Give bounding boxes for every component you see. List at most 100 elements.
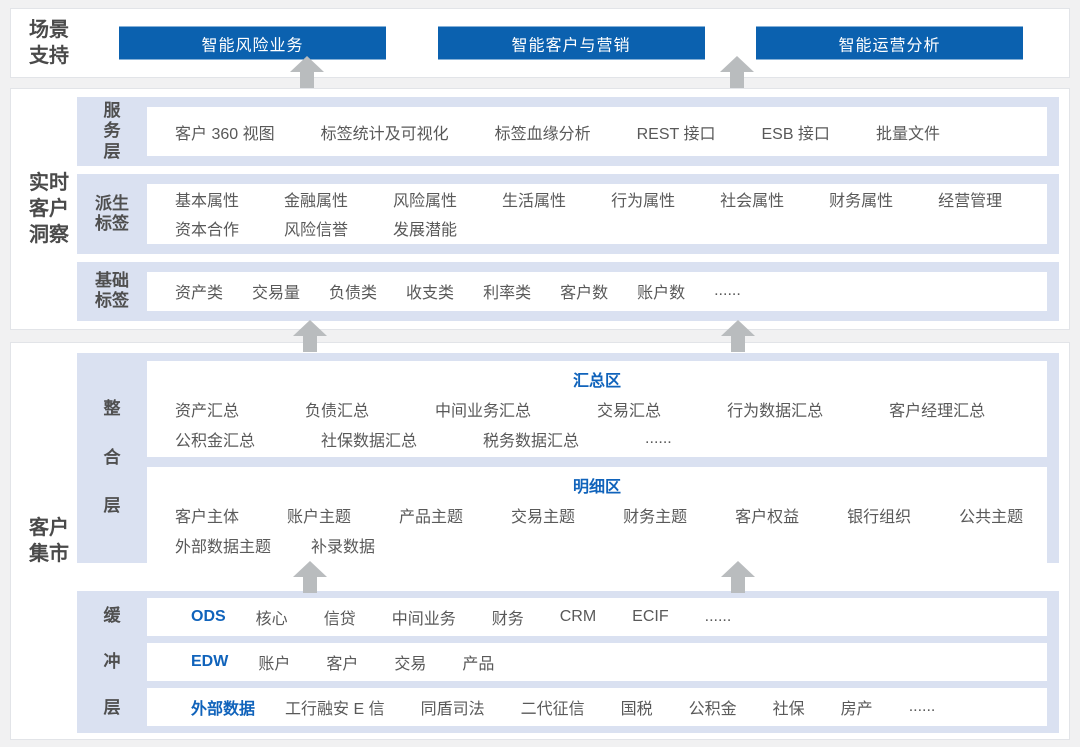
external-data-label: 外部数据	[191, 701, 256, 718]
item-label: ......	[714, 282, 741, 300]
item-label: 交易	[394, 656, 427, 673]
item-label: 风险信誉	[284, 222, 349, 240]
button-smart-operation-analysis[interactable]: 智能运营分析	[756, 26, 1023, 60]
derived-tags-items-line1: 基本属性金融属性风险属性生活属性行为属性社会属性财务属性经营管理	[147, 187, 1047, 211]
scenario-support-panel: 场景支持 智能风险业务 智能客户与营销 智能运营分析	[10, 8, 1070, 78]
derived-tags-row: 派生标签 基本属性金融属性风险属性生活属性行为属性社会属性财务属性经营管理 资本…	[77, 174, 1059, 254]
item-label: 银行组织	[847, 509, 912, 526]
edw-label: EDW	[191, 653, 229, 670]
item-label: 基本属性	[175, 193, 240, 211]
service-layer-label: 服务层	[103, 101, 121, 161]
summary-zone-items-line1: 资产汇总负债汇总中间业务汇总交易汇总行为数据汇总客户经理汇总	[147, 397, 1047, 421]
button-smart-risk-business[interactable]: 智能风险业务	[119, 26, 386, 60]
item-label: 客户经理汇总	[889, 403, 986, 420]
item-label: 国税	[620, 701, 653, 718]
item-label: 资产汇总	[175, 403, 240, 420]
detail-zone-items-line2: 外部数据主题补录数据	[147, 533, 1047, 557]
item-label: 客户 360 视图	[175, 125, 275, 143]
item-label: 财务主题	[623, 509, 688, 526]
item-label: CRM	[559, 608, 597, 625]
item-label: 公共主题	[959, 509, 1024, 526]
item-label: 社保	[772, 701, 805, 718]
item-label: 收支类	[406, 285, 455, 303]
integration-layer-group: 整合层 汇总区 资产汇总负债汇总中间业务汇总交易汇总行为数据汇总客户经理汇总 公…	[77, 353, 1059, 563]
up-arrow-icon	[293, 320, 327, 352]
item-label: ......	[704, 608, 732, 625]
derived-tags-box: 基本属性金融属性风险属性生活属性行为属性社会属性财务属性经营管理 资本合作风险信…	[147, 184, 1047, 244]
item-label: 社保数据汇总	[321, 433, 418, 450]
item-label: 核心	[255, 611, 288, 628]
item-label: 补录数据	[311, 539, 376, 556]
item-label: 客户主体	[175, 509, 240, 526]
item-label: 中间业务	[391, 611, 456, 628]
button-smart-customer-marketing[interactable]: 智能客户与营销	[437, 26, 705, 60]
summary-zone-items-line2: 公积金汇总社保数据汇总税务数据汇总......	[147, 427, 1047, 451]
item-label: 社会属性	[720, 193, 785, 211]
item-label: 二代征信	[520, 701, 585, 718]
summary-zone-title: 汇总区	[572, 373, 621, 390]
derived-tags-items-line2: 资本合作风险信誉发展潜能	[147, 216, 1047, 240]
item-label: 公积金汇总	[175, 433, 256, 450]
up-arrow-icon	[290, 56, 324, 88]
item-label: 客户权益	[735, 509, 800, 526]
item-label: 账户数	[637, 285, 686, 303]
item-label: 交易汇总	[597, 403, 662, 420]
basic-tags-items: 资产类交易量负债类收支类利率类客户数账户数......	[147, 279, 1047, 303]
item-label: 房产	[840, 701, 873, 718]
item-label: 负债类	[329, 285, 378, 303]
up-arrow-icon	[720, 56, 754, 88]
item-label: 交易主题	[511, 509, 576, 526]
buffer-layer-label: 缓冲层	[103, 606, 121, 717]
item-label: 工行融安 E 信	[285, 701, 385, 718]
item-label: 财务属性	[829, 193, 894, 211]
item-label: 账户主题	[287, 509, 352, 526]
edw-items: 账户客户交易产品	[258, 650, 494, 674]
up-arrow-icon	[721, 561, 755, 593]
item-label: 产品主题	[399, 509, 464, 526]
item-label: 资本合作	[175, 222, 240, 240]
item-label: 同盾司法	[420, 701, 485, 718]
ods-label: ODS	[191, 608, 226, 625]
derived-tags-label: 派生标签	[94, 193, 129, 233]
item-label: 经营管理	[938, 193, 1003, 211]
item-label: ECIF	[632, 608, 669, 625]
item-label: 资产类	[175, 285, 224, 303]
item-label: 利率类	[483, 285, 532, 303]
item-label: ESB 接口	[761, 125, 830, 143]
integration-layer-label: 整合层	[103, 399, 121, 516]
item-label: 公积金	[688, 701, 737, 718]
up-arrow-icon	[293, 561, 327, 593]
item-label: REST 接口	[636, 125, 716, 143]
item-label: 客户数	[560, 285, 609, 303]
item-label: 客户	[326, 656, 359, 673]
summary-zone: 汇总区 资产汇总负债汇总中间业务汇总交易汇总行为数据汇总客户经理汇总 公积金汇总…	[147, 361, 1047, 457]
item-label: 金融属性	[284, 193, 349, 211]
scenario-button-row: 智能风险业务 智能客户与营销 智能运营分析	[119, 26, 1023, 60]
item-label: 标签统计及可视化	[320, 125, 449, 143]
basic-tags-label: 基础标签	[94, 270, 129, 311]
basic-tags-row: 基础标签 资产类交易量负债类收支类利率类客户数账户数......	[77, 261, 1059, 321]
item-label: 财务	[491, 611, 524, 628]
detail-zone: 明细区 客户主体账户主题产品主题交易主题财务主题客户权益银行组织公共主题 外部数…	[147, 467, 1047, 563]
item-label: 产品	[462, 656, 495, 673]
item-label: ......	[908, 698, 936, 715]
customer-mart-label: 客户集市	[29, 517, 69, 565]
detail-zone-items-line1: 客户主体 账户主题 产品主题 交易主题 财务主题 客户权益 银行组织 公共主题	[147, 503, 1047, 527]
scenario-support-label: 场景支持	[29, 19, 69, 67]
basic-tags-box: 资产类交易量负债类收支类利率类客户数账户数......	[147, 271, 1047, 311]
item-label: 负债汇总	[305, 403, 370, 420]
item-label: 批量文件	[875, 125, 940, 143]
item-label: 税务数据汇总	[483, 433, 580, 450]
external-data-row: 外部数据 工行融安 E 信 同盾司法 二代征信 国税 公积金 社保 房产......	[147, 688, 1047, 726]
edw-row: EDW 账户客户交易产品	[147, 643, 1047, 681]
